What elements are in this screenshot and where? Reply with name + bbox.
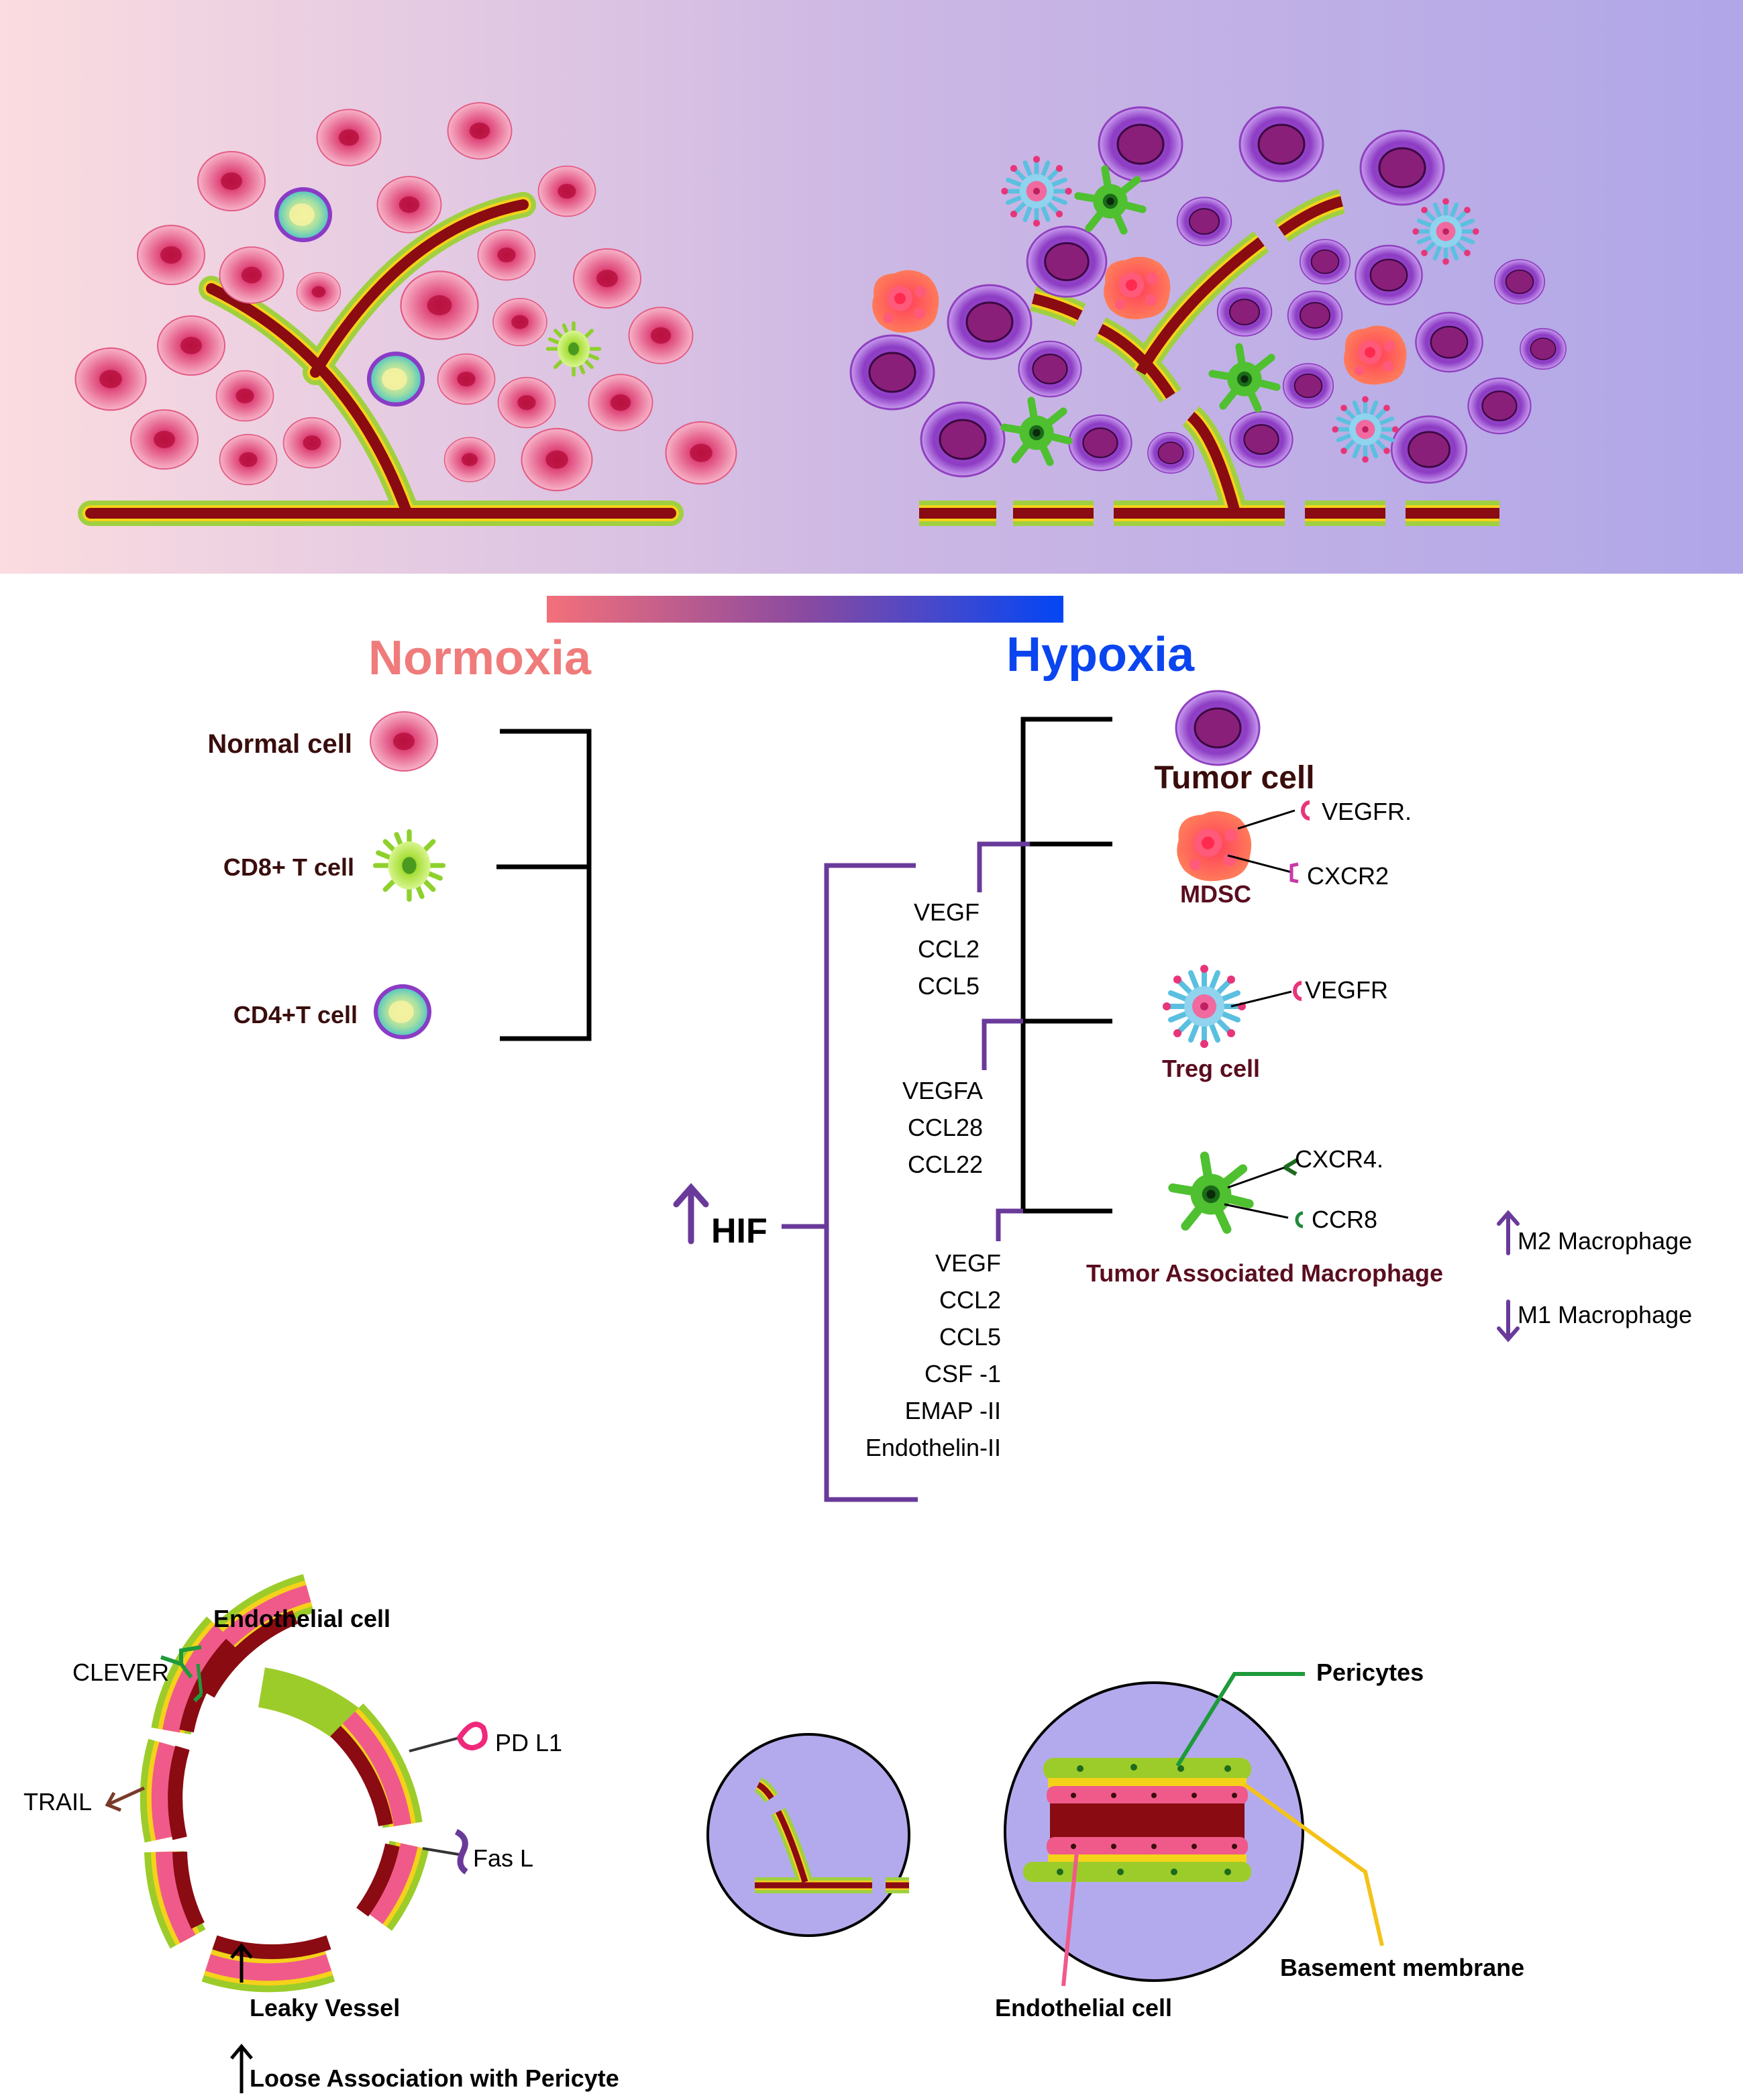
- pericytes-label: Pericytes: [1316, 1659, 1424, 1686]
- endothelial-layer-bottom: [1047, 1837, 1248, 1856]
- m1-macrophage-label: M1 Macrophage: [1518, 1301, 1692, 1328]
- normal-cell-icon: [370, 711, 438, 772]
- normoxia-bracket: [496, 729, 592, 1041]
- hif-tree: [782, 717, 1112, 1502]
- endothelial-layer-top: [1047, 1786, 1248, 1805]
- pdl1-label: PD L1: [495, 1729, 562, 1756]
- treg-label: Treg cell: [1162, 1055, 1260, 1082]
- factor-connector-3: [996, 1208, 1023, 1241]
- tam-icon: [1173, 1156, 1249, 1229]
- tumor-cell-label: Tumor cell: [1154, 760, 1314, 796]
- mdsc-label: MDSC: [1180, 880, 1251, 908]
- vessel-lumen: [1050, 1803, 1245, 1838]
- leaky-vessel-label: Leaky Vessel: [250, 1994, 400, 2022]
- factor-item: VEGF: [935, 1249, 1001, 1277]
- factor-item: CCL5: [918, 972, 980, 1000]
- factor-group-1: VEGF CCL2 CCL5: [914, 898, 980, 1000]
- cd4-t-cell-icon: [376, 986, 429, 1037]
- normoxia-title: Normoxia: [368, 631, 592, 685]
- mdsc-receptor-cxcr2: CXCR2: [1307, 862, 1389, 890]
- treg-receptor-vegfr: VEGFR: [1305, 976, 1388, 1004]
- zoom-endothelial-label: Endothelial cell: [995, 1994, 1172, 2022]
- treg-legend: VEGFR Treg cell: [1162, 965, 1388, 1082]
- tumor-cell-icon: [1175, 690, 1261, 766]
- vegfr-receptor-icon: [1301, 800, 1310, 821]
- loose-association-label: Loose Association with Pericyte: [250, 2064, 619, 2092]
- factor-item: Endothelin-II: [865, 1434, 1001, 1461]
- pericytes-leader: [1175, 1672, 1305, 1767]
- fasl-label: Fas L: [473, 1844, 533, 1872]
- cd8-t-cell-icon: [376, 832, 443, 900]
- normal-cell-label: Normal cell: [207, 729, 352, 759]
- cxcr4-receptor-icon: [1283, 1157, 1300, 1176]
- tam-receptor-cxcr4: CXCR4.: [1295, 1145, 1383, 1173]
- hypoxia-title: Hypoxia: [1006, 628, 1195, 682]
- pdl1-ligand-icon: [456, 1722, 488, 1751]
- vessel-structure-inset: Pericytes Basement membrane Endothelial …: [995, 1659, 1524, 2022]
- basement-membrane-leader: [1243, 1783, 1384, 1946]
- normoxia-legend: Normal cell CD8+ T cell CD4+T cell: [207, 711, 592, 1041]
- top-panel-background: [0, 0, 1743, 574]
- factor-item: EMAP -II: [905, 1397, 1001, 1424]
- tumor-cell-legend: Tumor cell: [1154, 690, 1315, 796]
- loose-arrow-icon: [230, 2044, 253, 2093]
- hypoxia-vessels: [919, 189, 1499, 526]
- pericyte-layer-bottom: [1023, 1862, 1251, 1882]
- ring-endothelial-title: Endothelial cell: [213, 1605, 390, 1632]
- pericyte-layer-top: [1043, 1758, 1251, 1781]
- factor-connector-1: [977, 841, 1030, 892]
- trail-arrow-icon: [105, 1786, 146, 1812]
- clever-label: CLEVER: [72, 1659, 169, 1686]
- hypoxia-bracket: [1020, 717, 1112, 1214]
- factor-item: CCL5: [939, 1323, 1001, 1351]
- factor-item: CCL2: [918, 935, 980, 963]
- cxcr2-receptor-icon: [1289, 862, 1299, 884]
- factor-group-2: VEGFA CCL28 CCL22: [902, 1077, 983, 1178]
- leaky-arrow-icon: [230, 1943, 253, 1983]
- factor-group-3: VEGF CCL2 CCL5 CSF -1 EMAP -II Endotheli…: [865, 1249, 1001, 1461]
- mdsc-legend: VEGFR. CXCR2 MDSC: [1177, 798, 1412, 908]
- basement-membrane-top: [1048, 1778, 1247, 1787]
- vessel-wall-segments: [140, 1574, 429, 1993]
- factor-item: CCL2: [939, 1286, 1001, 1314]
- factor-item: CCL28: [908, 1114, 983, 1141]
- endothelial-leader: [1061, 1851, 1079, 1987]
- m1-down-arrow-icon: [1497, 1300, 1520, 1343]
- factor-item: VEGFA: [902, 1077, 983, 1104]
- tam-legend: CXCR4. CCR8 Tumor Associated Macrophage: [1086, 1145, 1443, 1287]
- leaky-vessel-ring: Endothelial cell CLEVER PD L1 TRAIL Fas …: [23, 1574, 619, 2093]
- cd4-t-cell-label: CD4+T cell: [233, 1001, 358, 1029]
- factor-item: VEGF: [914, 898, 980, 926]
- broken-vessel-inset: [706, 1733, 910, 1937]
- mdsc-icon: [1177, 811, 1252, 882]
- hif-up-arrow-icon: [673, 1183, 709, 1245]
- vegfr-receptor-icon: [1293, 981, 1302, 1001]
- cd8-t-cell-label: CD8+ T cell: [223, 853, 354, 881]
- m2-macrophage-label: M2 Macrophage: [1518, 1227, 1692, 1255]
- fasl-ligand-icon: [454, 1828, 468, 1875]
- basement-membrane-bottom: [1048, 1854, 1247, 1862]
- tam-label: Tumor Associated Macrophage: [1086, 1259, 1443, 1287]
- normoxia-vessels: [78, 192, 684, 526]
- factor-item: CSF -1: [925, 1360, 1001, 1387]
- ccr8-receptor-icon: [1295, 1211, 1304, 1228]
- m2-up-arrow-icon: [1497, 1210, 1520, 1255]
- hif-bracket: [782, 863, 918, 1502]
- tam-receptor-ccr8: CCR8: [1312, 1206, 1377, 1233]
- mdsc-receptor-vegfr: VEGFR.: [1322, 798, 1412, 825]
- factor-connector-2: [982, 1018, 1023, 1070]
- oxygen-gradient-bar: [547, 596, 1063, 623]
- factor-item: CCL22: [908, 1151, 983, 1178]
- trail-label: TRAIL: [23, 1788, 92, 1816]
- basement-membrane-label: Basement membrane: [1280, 1954, 1524, 1981]
- hif-label: HIF: [711, 1212, 768, 1251]
- macrophage-polarization: M2 Macrophage M1 Macrophage: [1497, 1210, 1692, 1343]
- clever-receptor-icon: [160, 1645, 203, 1703]
